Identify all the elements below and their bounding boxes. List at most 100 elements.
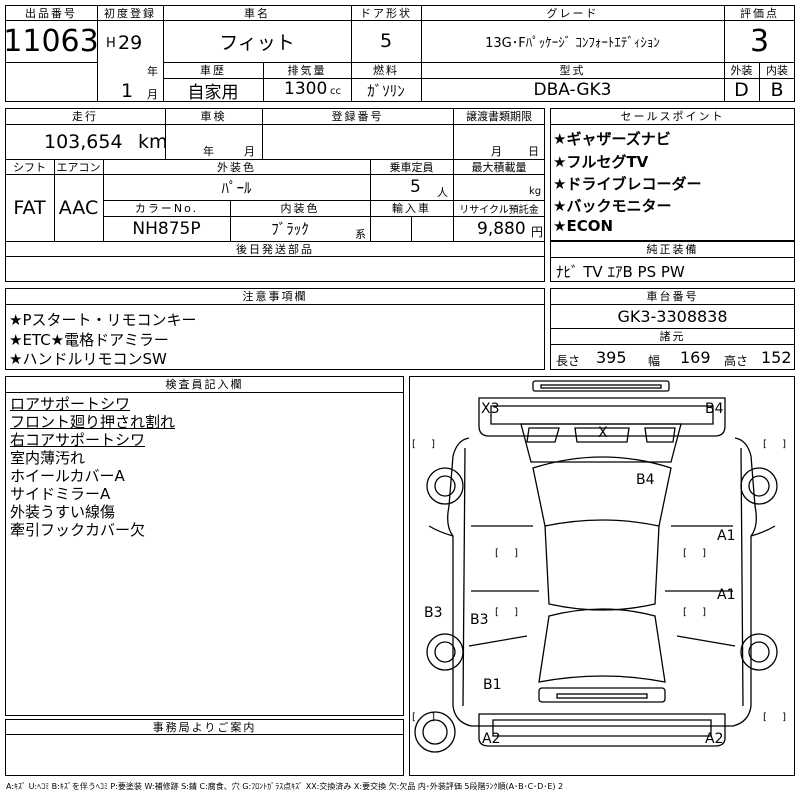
displacement-label: 排気量	[287, 64, 327, 77]
damage-mark: B3	[470, 612, 489, 628]
history-value: 自家用	[187, 82, 239, 103]
bracket-mark: [ ]	[495, 607, 524, 618]
first-registration-label: 初度登録	[104, 6, 156, 20]
mileage-unit: km	[138, 131, 168, 153]
sales-point-item: ★ECON	[553, 217, 614, 235]
note-item: ★ETC★電格ドアミラー	[9, 331, 169, 349]
inspector-remark: ロアサポートシワ	[10, 395, 131, 413]
mileage-label: 走行	[72, 110, 98, 123]
inspection-year-unit: 年	[203, 145, 214, 158]
equipment-label: 純正装備	[646, 243, 699, 256]
plate-label: 登録番号	[331, 110, 384, 123]
capacity-label: 乗車定員	[389, 160, 434, 174]
registration-month: 1	[121, 80, 134, 102]
score-label: 評価点	[740, 6, 779, 20]
equipment-value: ﾅﾋﾞ TV ｴｱB PS PW	[556, 263, 685, 281]
shift-value: FAT	[13, 196, 46, 219]
year-unit: 年	[147, 65, 158, 78]
car-outline-diagram	[414, 380, 778, 753]
bracket-mark: [ ]	[412, 712, 441, 723]
max-load-unit: kg	[529, 186, 542, 197]
exterior-grade-label: 外装	[730, 64, 753, 77]
bracket-mark: [ ]	[683, 607, 712, 618]
interior-color-unit: 系	[355, 228, 366, 241]
inspector-remark: 牽引フックカバー欠	[10, 521, 146, 539]
lot-number: 11063	[3, 23, 99, 59]
details-block	[5, 108, 545, 282]
sales-point-item: ★フルセグTV	[553, 153, 649, 171]
sales-points-label: セールスポイント	[620, 110, 725, 123]
interior-grade: B	[770, 79, 784, 101]
car-name-label: 車名	[244, 6, 270, 20]
model-value: DBA-GK3	[533, 80, 612, 100]
max-load-label: 最大積載量	[471, 160, 527, 174]
chassis-number: GK3-3308838	[617, 306, 728, 326]
damage-mark: B1	[483, 677, 502, 693]
import-label: 輸入車	[392, 202, 431, 215]
damage-mark: X	[598, 425, 608, 441]
sales-points-block	[550, 108, 795, 241]
note-item: ★Pスタート・リモコンキー	[9, 311, 197, 329]
inspector-remark: 外装うすい線傷	[10, 503, 116, 521]
exterior-color-value: ﾊﾟｰﾙ	[221, 178, 252, 197]
inspection-month-unit: 月	[244, 145, 255, 158]
height-label: 高さ	[724, 354, 749, 368]
transfer-month-unit: 月	[491, 145, 502, 158]
width-value: 169	[680, 348, 711, 367]
displacement-value: 1300	[284, 79, 328, 99]
sales-point-item: ★ギャザーズナビ	[553, 130, 671, 148]
door-count: 5	[379, 30, 393, 52]
inspector-remark: ホイールカバーA	[10, 467, 125, 485]
ac-label: エアコン	[56, 160, 101, 174]
fuel-label: 燃料	[373, 64, 399, 77]
width-label: 幅	[648, 354, 661, 368]
notes-label: 注意事項欄	[242, 290, 308, 303]
legend-text: A:ｷｽﾞ U:ﾍｺﾐ B:ｷｽﾞを伴うﾍｺﾐ P:要塗装 W:補修跡 S:錆 …	[6, 782, 564, 791]
later-shipment-label: 後日発送部品	[236, 242, 314, 256]
transfer-day-unit: 日	[528, 145, 539, 158]
inspector-remark: フロント廻り押され割れ	[10, 413, 176, 431]
note-item: ★ハンドルリモコンSW	[9, 350, 167, 368]
header-block	[5, 5, 795, 102]
office-block	[5, 719, 404, 776]
car-name: フィット	[219, 31, 295, 54]
bracket-mark: [ ]	[763, 439, 792, 450]
equipment-block	[550, 241, 795, 282]
length-label: 長さ	[556, 354, 581, 368]
mileage-value: 103,654	[44, 131, 123, 153]
door-type-label: ドア形状	[360, 6, 412, 20]
length-value: 395	[596, 348, 627, 367]
damage-mark: B3	[424, 605, 443, 621]
shift-label: シフト	[13, 160, 46, 174]
bracket-mark: [ ]	[763, 712, 792, 723]
notes-block	[5, 288, 545, 370]
recycle-fee-value: 9,880	[477, 219, 526, 239]
era: H	[106, 36, 116, 51]
damage-mark: B4	[636, 472, 655, 488]
inspector-remark: 室内薄汚れ	[10, 449, 86, 467]
inspector-remark: 右コアサポートシワ	[10, 431, 146, 449]
inspector-remark: サイドミラーA	[10, 485, 111, 503]
score-value: 3	[749, 23, 770, 59]
damage-diagram	[409, 376, 795, 776]
bracket-mark: [ ]	[495, 548, 524, 559]
color-number-label: カラーNo.	[134, 202, 199, 215]
interior-color-label: 内装色	[280, 202, 320, 215]
recycle-fee-unit: 円	[531, 225, 544, 239]
capacity-value: 5	[410, 177, 421, 197]
damage-mark: X3	[481, 401, 500, 417]
height-value: 152	[761, 348, 792, 367]
color-number: NH875P	[132, 218, 201, 239]
sales-point-item: ★ドライブレコーダー	[553, 175, 702, 193]
chassis-number-label: 車台番号	[646, 290, 699, 303]
capacity-unit: 人	[437, 186, 448, 199]
registration-year: 29	[118, 32, 143, 54]
recycle-fee-label: リサイクル預託金	[459, 204, 539, 216]
sales-point-item: ★バックモニター	[553, 197, 672, 215]
damage-mark: A2	[482, 731, 501, 747]
inspector-block	[5, 376, 404, 716]
bracket-mark: [ ]	[412, 439, 441, 450]
bracket-mark: [ ]	[683, 548, 712, 559]
month-unit: 月	[147, 88, 158, 101]
office-notice-label: 事務局よりご案内	[152, 720, 257, 734]
